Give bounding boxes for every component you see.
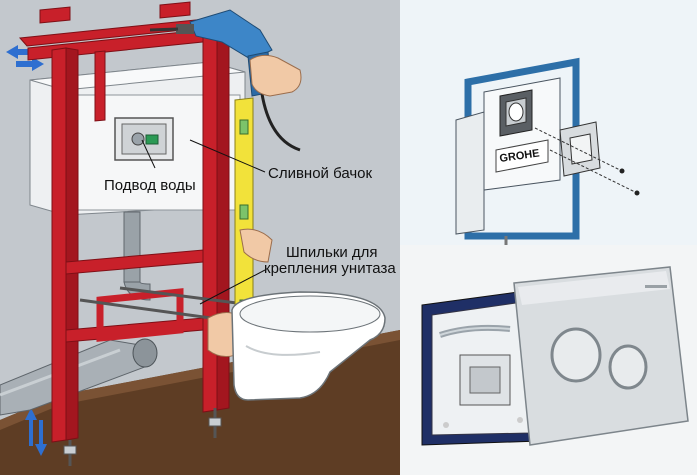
label-leader-lines [141, 139, 266, 305]
water-inlet-box [114, 117, 174, 161]
hand-icon [249, 54, 302, 97]
arrows-horizontal-icon [6, 45, 44, 71]
drain-pipe [123, 211, 141, 283]
mounting-studs-label: Шпильки для крепления унитаза [264, 245, 396, 277]
mounting-studs-label-line2: крепления унитаза [264, 260, 396, 277]
flush-plate-icon [513, 266, 689, 446]
wall-hung-toilet-installation-panel: Подвод воды Сливной бачок Шпильки для кр… [0, 0, 400, 475]
wall-bracket [534, 121, 640, 196]
flush-plate-scene [400, 245, 697, 475]
mounting-studs-label-line1: Шпильки для [286, 244, 378, 261]
service-box [499, 89, 533, 137]
toilet-bowl-icon [231, 291, 386, 401]
flush-tank-label: Сливной бачок [268, 165, 373, 182]
flush-button-large [550, 327, 602, 383]
grohe-logo: GROHE [495, 139, 549, 173]
water-inlet-label: Подвод воды [104, 177, 196, 194]
flush-button-small [608, 344, 648, 390]
arrows-vertical-icon [25, 408, 47, 456]
blue-frame-scene: GROHE [400, 0, 697, 245]
flush-plate-frame [421, 288, 541, 446]
grohe-logo-text: GROHE [499, 147, 541, 164]
blue-frame-panel: GROHE [400, 0, 697, 245]
flush-plate-panel [400, 245, 697, 475]
main-scene [0, 0, 400, 475]
